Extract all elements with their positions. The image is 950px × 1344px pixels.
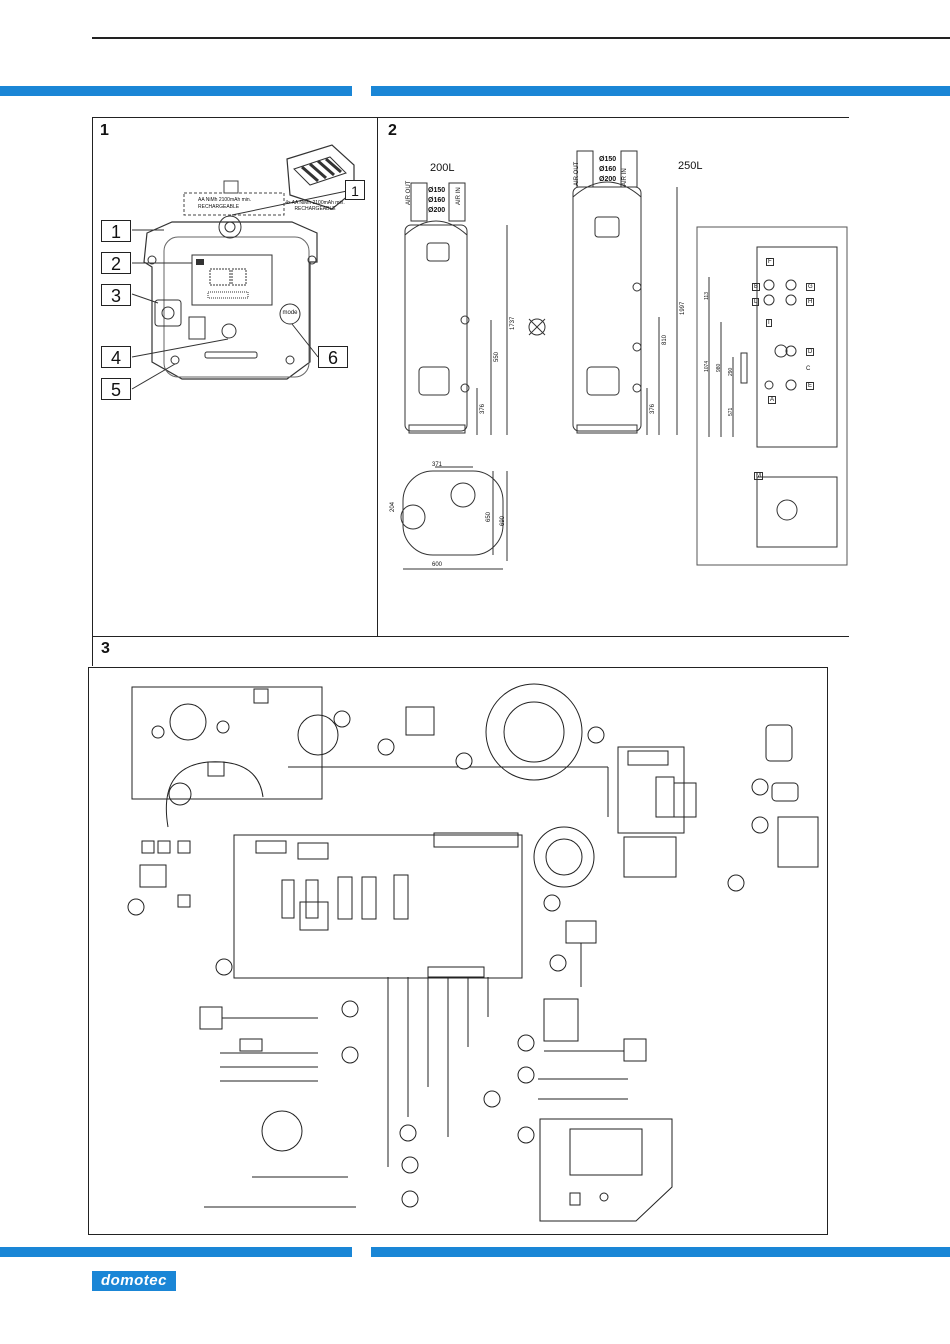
connection-F: F [766,258,774,266]
dim-250-mid: 810 [662,335,668,345]
duct-diameters-250: Ø150 Ø160 Ø200 [599,155,616,185]
top-view-offset: 204 [390,502,396,512]
battery-label-line1: AA NiMh 2100mAh min. [198,197,251,204]
top-view-d1: 650 [486,512,492,522]
dimension-drawing [377,117,849,637]
connection-L: L [752,298,759,306]
duct-diameters-200: Ø150 Ø160 Ø200 [428,186,445,216]
battery-label-text: AA NiMh 2100mAh min. RECHARGEABLE [198,197,251,211]
air-out-label: AIR OUT [406,181,412,205]
header-rule [92,37,950,39]
connection-G: G [806,283,815,291]
connection-M: M [754,472,763,480]
connection-I: I [766,319,772,327]
section-number-3: 3 [101,640,110,658]
connection-H: H [806,298,814,306]
dim-side-a: 113 [704,292,710,300]
top-view-width: 371 [432,462,442,468]
control-panel-drawing [92,117,378,637]
battery-spec-text: 4x AA NiMh 2100mAh min. RECHARGEABLE [270,200,360,212]
connection-E: E [806,382,814,390]
callout-6: 6 [318,346,348,368]
dim-250-base: 376 [650,404,656,414]
callout-5: 5 [101,378,131,400]
connection-D: D [806,348,814,356]
air-out-label-250: AIR OUT [574,162,580,186]
connection-B: B [752,283,760,291]
dim-250-height: 1997 [680,302,686,315]
dim-side-e: 571 [728,408,734,416]
callout-3: 3 [101,284,131,306]
domotec-logo: domotec [92,1271,176,1291]
duct-diameter-200: Ø200 [428,206,445,216]
dim-side-d: 290 [728,368,734,376]
dim-side-c: 980 [716,364,722,372]
battery-label-line2: RECHARGEABLE [198,204,251,211]
duct-diameter-160-b: Ø160 [599,165,616,175]
header-band-right [371,86,950,96]
model-200-label: 200L [430,162,454,174]
air-in-label-250: AIR IN [622,168,628,186]
connection-C: C [806,366,810,372]
top-view-depth: 600 [432,562,442,568]
duct-diameter-160: Ø160 [428,196,445,206]
section-3-left-edge [92,636,93,666]
model-250-label: 250L [678,160,702,172]
callout-2: 2 [101,252,131,274]
dim-200-height: 1737 [510,317,516,330]
duct-diameter-150: Ø150 [428,186,445,196]
dim-200-base: 376 [480,404,486,414]
footer-band-left [0,1247,352,1257]
battery-spec-line2: RECHARGEABLE [270,206,360,212]
footer-band-right [371,1247,950,1257]
dim-200-mid: 550 [494,352,500,362]
header-band-left [0,86,352,96]
duct-diameter-150-b: Ø150 [599,155,616,165]
callout-4: 4 [101,346,131,368]
connection-A: A [768,396,776,404]
top-view-d2: 690 [500,516,506,526]
callout-1: 1 [101,220,131,242]
duct-diameter-200-b: Ø200 [599,175,616,185]
wiring-diagram [88,667,828,1235]
mode-button-label: mode [282,310,298,316]
battery-callout: 1 [345,180,365,200]
dim-side-b: 1074 [704,361,710,372]
air-in-label: AIR IN [456,187,462,205]
